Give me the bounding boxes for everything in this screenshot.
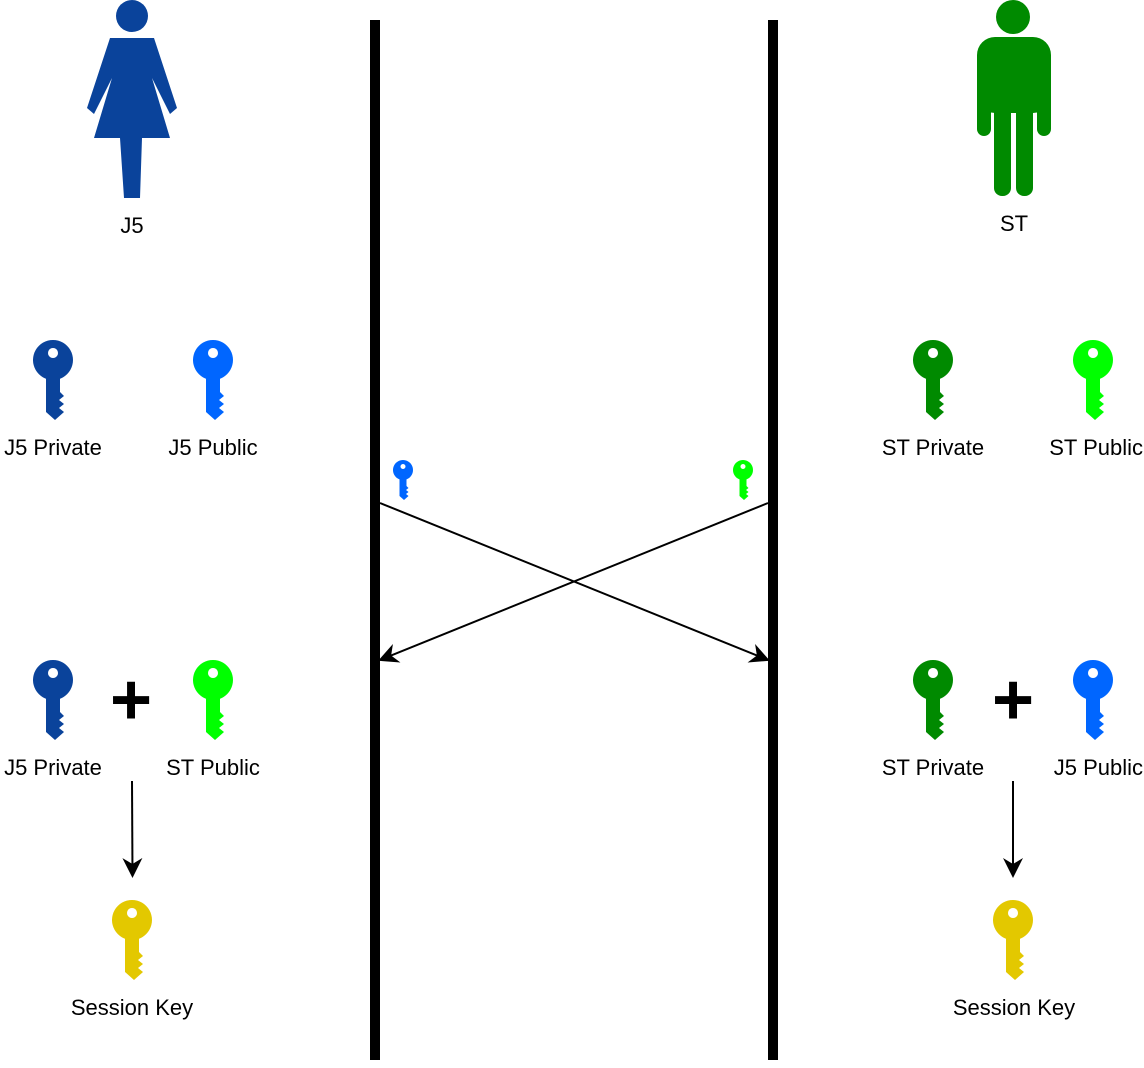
j5-actor-label: J5 — [120, 213, 144, 238]
j5-public-label: J5 Public — [168, 435, 258, 460]
st-private-key-icon — [913, 660, 953, 740]
combine-right-public-label: J5 Public — [1053, 755, 1143, 780]
st-public-key-icon — [193, 660, 233, 740]
session-key-icon — [993, 900, 1033, 980]
session-key-label-left: Session Key — [70, 995, 194, 1020]
st-public-label: ST Public — [1049, 435, 1143, 460]
j5-public-key-icon — [1073, 660, 1113, 740]
session-key-icon — [112, 900, 152, 980]
plus-operator-right: + — [991, 660, 1035, 740]
plus-operator-left: + — [109, 660, 153, 740]
st-actor-label: ST — [999, 211, 1029, 236]
st-private-key-icon — [913, 340, 953, 420]
j5-public-key-icon — [393, 460, 413, 500]
st-person-icon — [977, 0, 1051, 196]
arrow-st-to-j5 — [378, 502, 769, 663]
combine-left-private-label: J5 Private — [4, 755, 102, 780]
st-public-key-icon — [1073, 340, 1113, 420]
combine-left-public-label: ST Public — [166, 755, 260, 780]
j5-private-key-icon — [33, 660, 73, 740]
derive-arrow-left — [122, 780, 143, 878]
j5-private-key-icon — [33, 340, 73, 420]
j5-private-label: J5 Private — [4, 435, 102, 460]
j5-public-key-icon — [193, 340, 233, 420]
session-key-label-right: Session Key — [952, 995, 1076, 1020]
combine-right-private-label: ST Private — [881, 755, 985, 780]
st-public-key-icon — [733, 460, 753, 500]
j5-person-icon — [87, 0, 177, 198]
st-private-label: ST Private — [881, 435, 985, 460]
